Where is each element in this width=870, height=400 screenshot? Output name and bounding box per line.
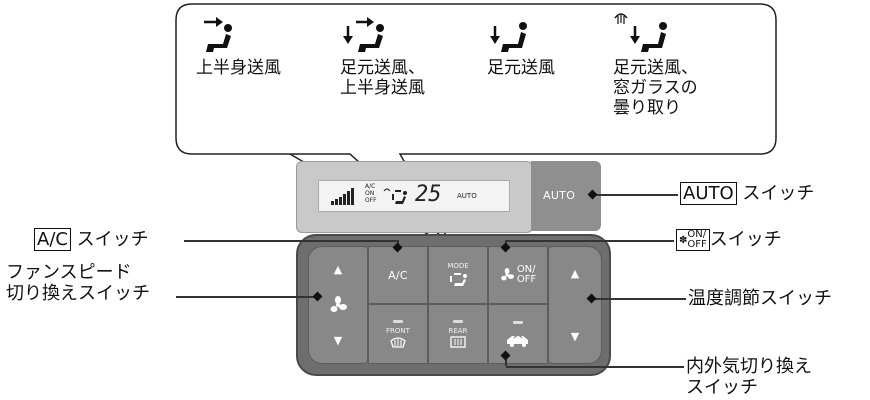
recirculation-led xyxy=(513,320,523,324)
fan-level-bars-icon xyxy=(331,188,354,205)
display-temperature: 25 xyxy=(415,182,442,207)
fan-speed-callout: ファンスピード 切り換えスイッチ xyxy=(6,262,150,304)
rear-defroster-icon xyxy=(450,335,466,348)
mode-button-label: MODE xyxy=(447,262,469,270)
front-defroster-label: FRONT xyxy=(386,326,410,335)
ac-switch-callout: A/C スイッチ xyxy=(34,228,149,251)
temp-leader-line xyxy=(592,298,686,300)
fan-onoff-button[interactable]: ON/OFF xyxy=(488,246,548,304)
mode-floor-defrost: 足元送風、 窓ガラスの 曇り取り xyxy=(613,8,698,118)
temp-up-arrow-icon: ▲ xyxy=(570,267,580,280)
mode-label: 足元送風、 窓ガラスの 曇り取り xyxy=(613,58,698,118)
fan-up-arrow-icon: ▲ xyxy=(333,263,343,276)
mode-vent-icon xyxy=(450,273,467,286)
fan-onoff-label: ON/OFF xyxy=(516,264,537,285)
ac-button-label: A/C xyxy=(388,268,408,282)
ac-leader-line xyxy=(184,240,398,242)
auto-switch-callout: AUTO スイッチ xyxy=(680,182,814,205)
floor-defrost-vent-icon xyxy=(614,13,667,52)
ac-button[interactable]: A/C xyxy=(368,246,428,304)
display-mode-icon xyxy=(383,188,407,204)
fan-icon xyxy=(500,268,514,281)
auto-leader-line xyxy=(594,194,678,196)
temperature-switch[interactable]: ▲ ▼ xyxy=(548,246,602,364)
onoff-leader-line xyxy=(506,240,674,242)
front-defroster-led xyxy=(393,319,403,323)
mode-label: 上半身送風 xyxy=(196,58,281,78)
mode-bilevel: 足元送風、 上半身送風 xyxy=(340,8,425,98)
bilevel-vent-icon xyxy=(343,17,384,52)
rear-defroster-label: REAR xyxy=(448,326,468,335)
front-defroster-icon xyxy=(390,336,406,348)
rear-defroster-led xyxy=(453,319,463,323)
mode-label: 足元送風 xyxy=(487,58,555,78)
rear-defroster-button[interactable]: REAR xyxy=(428,304,488,364)
front-defroster-button[interactable]: FRONT xyxy=(368,304,428,364)
temperature-switch-callout: 温度調節スイッチ xyxy=(688,288,832,309)
display-auto-indicator: AUTO xyxy=(457,192,477,200)
fan-icon xyxy=(330,296,347,312)
mode-floor: 足元送風 xyxy=(487,8,555,78)
mode-upper-body: 上半身送風 xyxy=(196,8,281,78)
mode-label: 足元送風、 上半身送風 xyxy=(340,58,425,98)
recirc-leader-line xyxy=(506,366,684,368)
temp-down-arrow-icon: ▼ xyxy=(570,330,580,343)
recirc-leader-line-v xyxy=(505,356,507,366)
auto-button-label: AUTO xyxy=(543,189,576,202)
recirculation-button[interactable] xyxy=(488,304,548,364)
fan-down-arrow-icon: ▼ xyxy=(333,334,343,347)
fan-speed-switch[interactable]: ▲ ▼ xyxy=(308,246,368,364)
recirculation-callout: 内外気切り換え スイッチ xyxy=(686,356,812,398)
fan-leader-line xyxy=(176,296,318,298)
upper-body-vent-icon xyxy=(204,17,232,52)
mode-button[interactable]: MODE xyxy=(428,246,488,304)
onoff-switch-key: ✽ON/OFF xyxy=(676,229,710,251)
recirculation-car-icon xyxy=(507,334,528,347)
floor-vent-icon xyxy=(490,22,527,52)
